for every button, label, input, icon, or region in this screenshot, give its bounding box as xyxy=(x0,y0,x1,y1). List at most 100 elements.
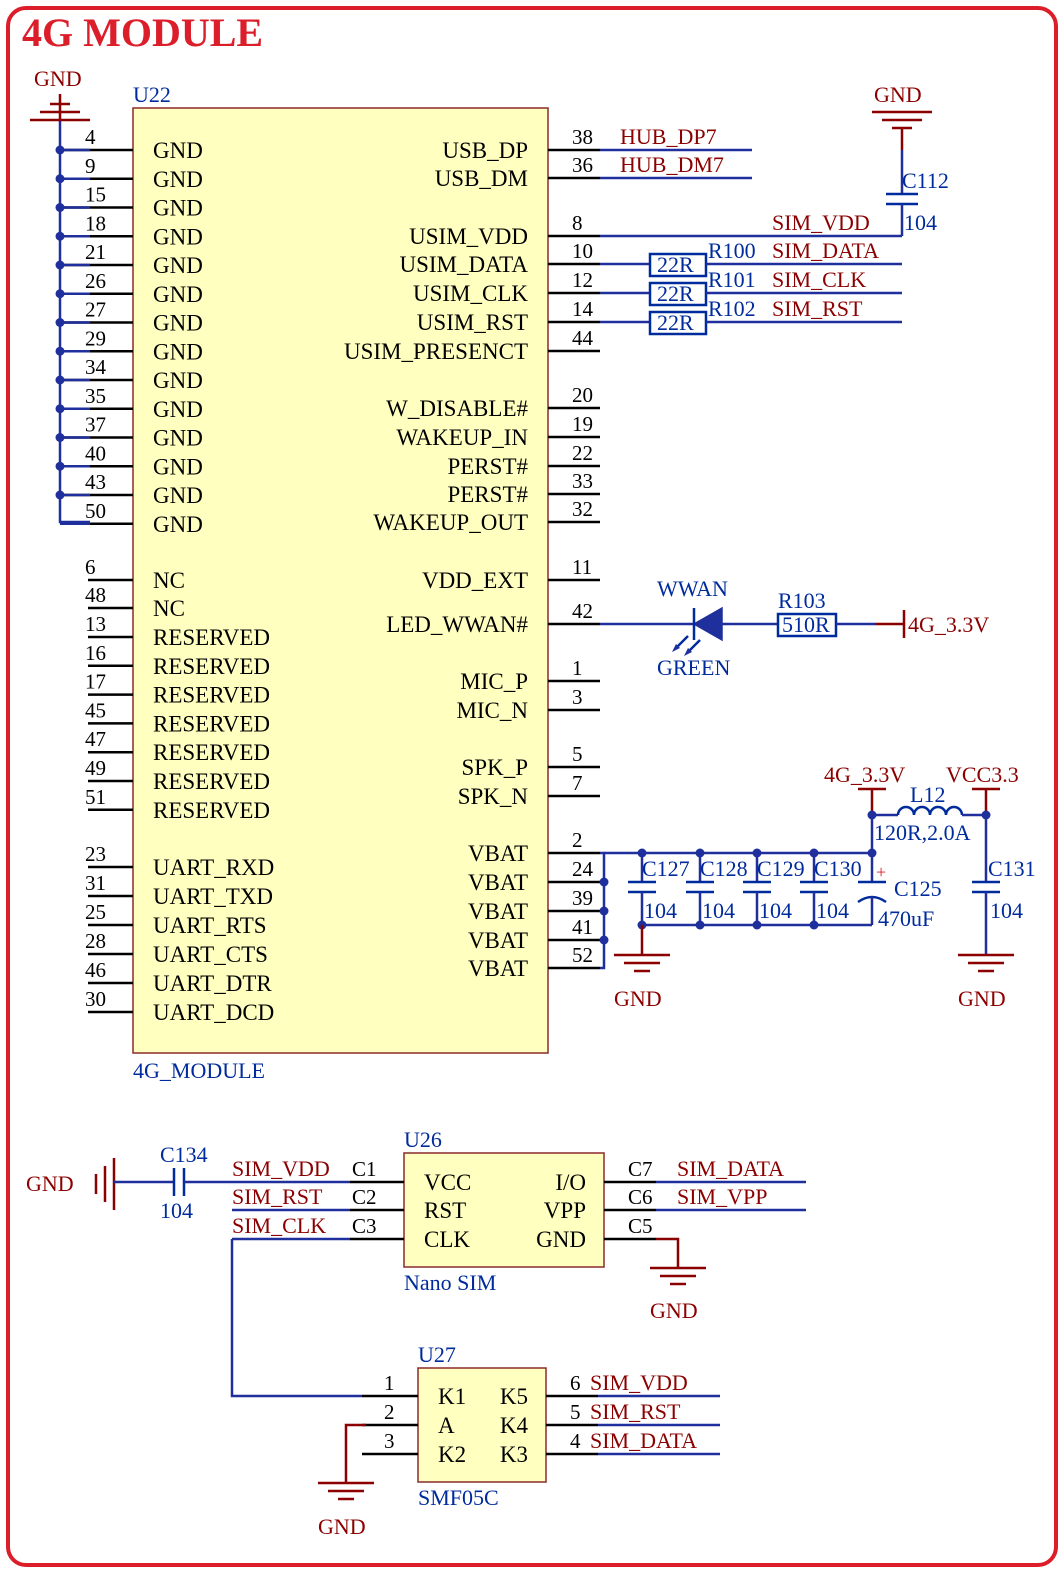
net-sim-clk: SIM_CLK xyxy=(772,267,866,292)
u22-pin-name: RESERVED xyxy=(153,654,270,679)
u27-pin-name: K1 xyxy=(438,1384,466,1409)
u22-pin-number: 51 xyxy=(85,785,106,809)
gnd-label: GND xyxy=(614,986,662,1011)
resistor-r100: 22R R100 SIM_DATA xyxy=(600,238,902,278)
u27-pin-number: 6 xyxy=(570,1371,581,1395)
gnd-label: GND xyxy=(26,1171,74,1196)
c134-value: 104 xyxy=(160,1198,193,1223)
gnd-label: GND xyxy=(318,1514,366,1539)
r100-ref: R100 xyxy=(708,238,756,263)
u22-body xyxy=(132,107,549,1054)
u22-pin-name: VDD_EXT xyxy=(422,568,528,593)
u22-pin-name: LED_WWAN# xyxy=(386,612,528,637)
capacitor-c125: + C125 470uF xyxy=(857,853,942,931)
u22-pin-name: GND xyxy=(153,282,203,307)
u27-pin-name: K4 xyxy=(500,1413,529,1438)
vbat-bus xyxy=(599,848,877,970)
u22-pin-name: USIM_RST xyxy=(417,310,528,335)
u22-pin-number: 32 xyxy=(572,497,593,521)
u22-pin-number: 9 xyxy=(85,154,96,178)
gnd-symbol-u27: GND xyxy=(318,1423,374,1539)
u27-pin-number: 1 xyxy=(384,1371,395,1395)
u22-pin-number: 7 xyxy=(572,771,583,795)
r102-value: 22R xyxy=(657,310,694,335)
u22-pin-number: 6 xyxy=(85,555,96,579)
u22-pin-name: GND xyxy=(153,454,203,479)
cap-ref: C129 xyxy=(757,856,805,881)
u22-pin-name: GND xyxy=(153,253,203,278)
u22-pin-name: PERST# xyxy=(447,482,528,507)
u22-pin-number: 24 xyxy=(572,857,594,881)
u26-pin-number: C5 xyxy=(628,1214,653,1238)
u22-pin-name: USIM_VDD xyxy=(409,224,528,249)
u22-pin-name: GND xyxy=(153,167,203,192)
u22-pin-number: 44 xyxy=(572,326,594,350)
u22-pin-name: GND xyxy=(153,368,203,393)
u22-pin-name: UART_DTR xyxy=(153,971,272,996)
u22-pin-number: 10 xyxy=(572,239,593,263)
u27-name: SMF05C xyxy=(418,1485,499,1510)
u22-pin-number: 5 xyxy=(572,742,583,766)
u22-pin-name: USB_DP xyxy=(442,138,528,163)
r102-ref: R102 xyxy=(708,296,756,321)
u22-pin-number: 27 xyxy=(85,298,106,322)
u22-pin-name: RESERVED xyxy=(153,769,270,794)
u22-pin-name: VBAT xyxy=(468,928,528,953)
u26-pin-number: C1 xyxy=(352,1157,377,1181)
u27-pin-number: 5 xyxy=(570,1400,581,1424)
u22-pin-name: W_DISABLE# xyxy=(386,396,528,421)
u22-pin-number: 42 xyxy=(572,599,593,623)
net-sim-data: SIM_DATA xyxy=(677,1156,784,1181)
gnd-label: GND xyxy=(34,66,82,91)
u22-pin-number: 21 xyxy=(85,240,106,264)
r100-value: 22R xyxy=(657,252,694,277)
led-name: WWAN xyxy=(657,576,728,601)
u22-pin-number: 12 xyxy=(572,268,593,292)
u22-pin-name: WAKEUP_OUT xyxy=(373,510,528,535)
u22-pin-number: 13 xyxy=(85,612,106,636)
u22-pin-number: 34 xyxy=(85,355,107,379)
u22-pin-name: SPK_N xyxy=(458,784,529,809)
u22-pin-name: VBAT xyxy=(468,899,528,924)
l12-ref: L12 xyxy=(910,782,945,807)
u22-pin-name: MIC_N xyxy=(456,698,528,723)
u22-pin-number: 26 xyxy=(85,269,106,293)
c125-polarity: + xyxy=(876,862,886,882)
u22-ref: U22 xyxy=(133,82,171,107)
u22-pin-number: 2 xyxy=(572,828,583,852)
u22-pin-name: GND xyxy=(153,224,203,249)
u22-pin-number: 37 xyxy=(85,413,106,437)
u22-pin-number: 46 xyxy=(85,958,106,982)
cap-ref: C130 xyxy=(814,856,862,881)
gnd-symbol-c112: GND xyxy=(872,82,932,150)
sheet-title: 4G MODULE xyxy=(22,10,263,55)
cap-value: 104 xyxy=(644,898,677,923)
u22-pin-name: USIM_PRESENCT xyxy=(344,339,528,364)
r101-value: 22R xyxy=(657,281,694,306)
c134-ref: C134 xyxy=(160,1142,208,1167)
net-sim-vpp: SIM_VPP xyxy=(677,1184,767,1209)
u22-pin-number: 15 xyxy=(85,183,106,207)
u22-pin-name: VBAT xyxy=(468,870,528,895)
c112-value: 104 xyxy=(904,210,937,235)
capacitor-c112: C112 104 xyxy=(886,150,949,236)
u22-pin-name: PERST# xyxy=(447,454,528,479)
u22-pin-number: 16 xyxy=(85,641,106,665)
u27-pin-name: K3 xyxy=(500,1442,528,1467)
u22-pin-number: 28 xyxy=(85,929,106,953)
u22-pin-number: 11 xyxy=(572,555,592,579)
u22-pin-number: 36 xyxy=(572,153,593,177)
u22-pin-number: 48 xyxy=(85,583,106,607)
u22-pin-number: 29 xyxy=(85,326,106,350)
led-color: GREEN xyxy=(657,655,730,680)
gnd-label: GND xyxy=(958,986,1006,1011)
u22-pin-name: UART_CTS xyxy=(153,942,268,967)
cap-value: 104 xyxy=(759,898,792,923)
u27-pin-number: 3 xyxy=(384,1429,395,1453)
u26-pin-number: C7 xyxy=(628,1157,653,1181)
u22-pin-name: SPK_P xyxy=(462,755,528,780)
c131-value: 104 xyxy=(990,898,1023,923)
